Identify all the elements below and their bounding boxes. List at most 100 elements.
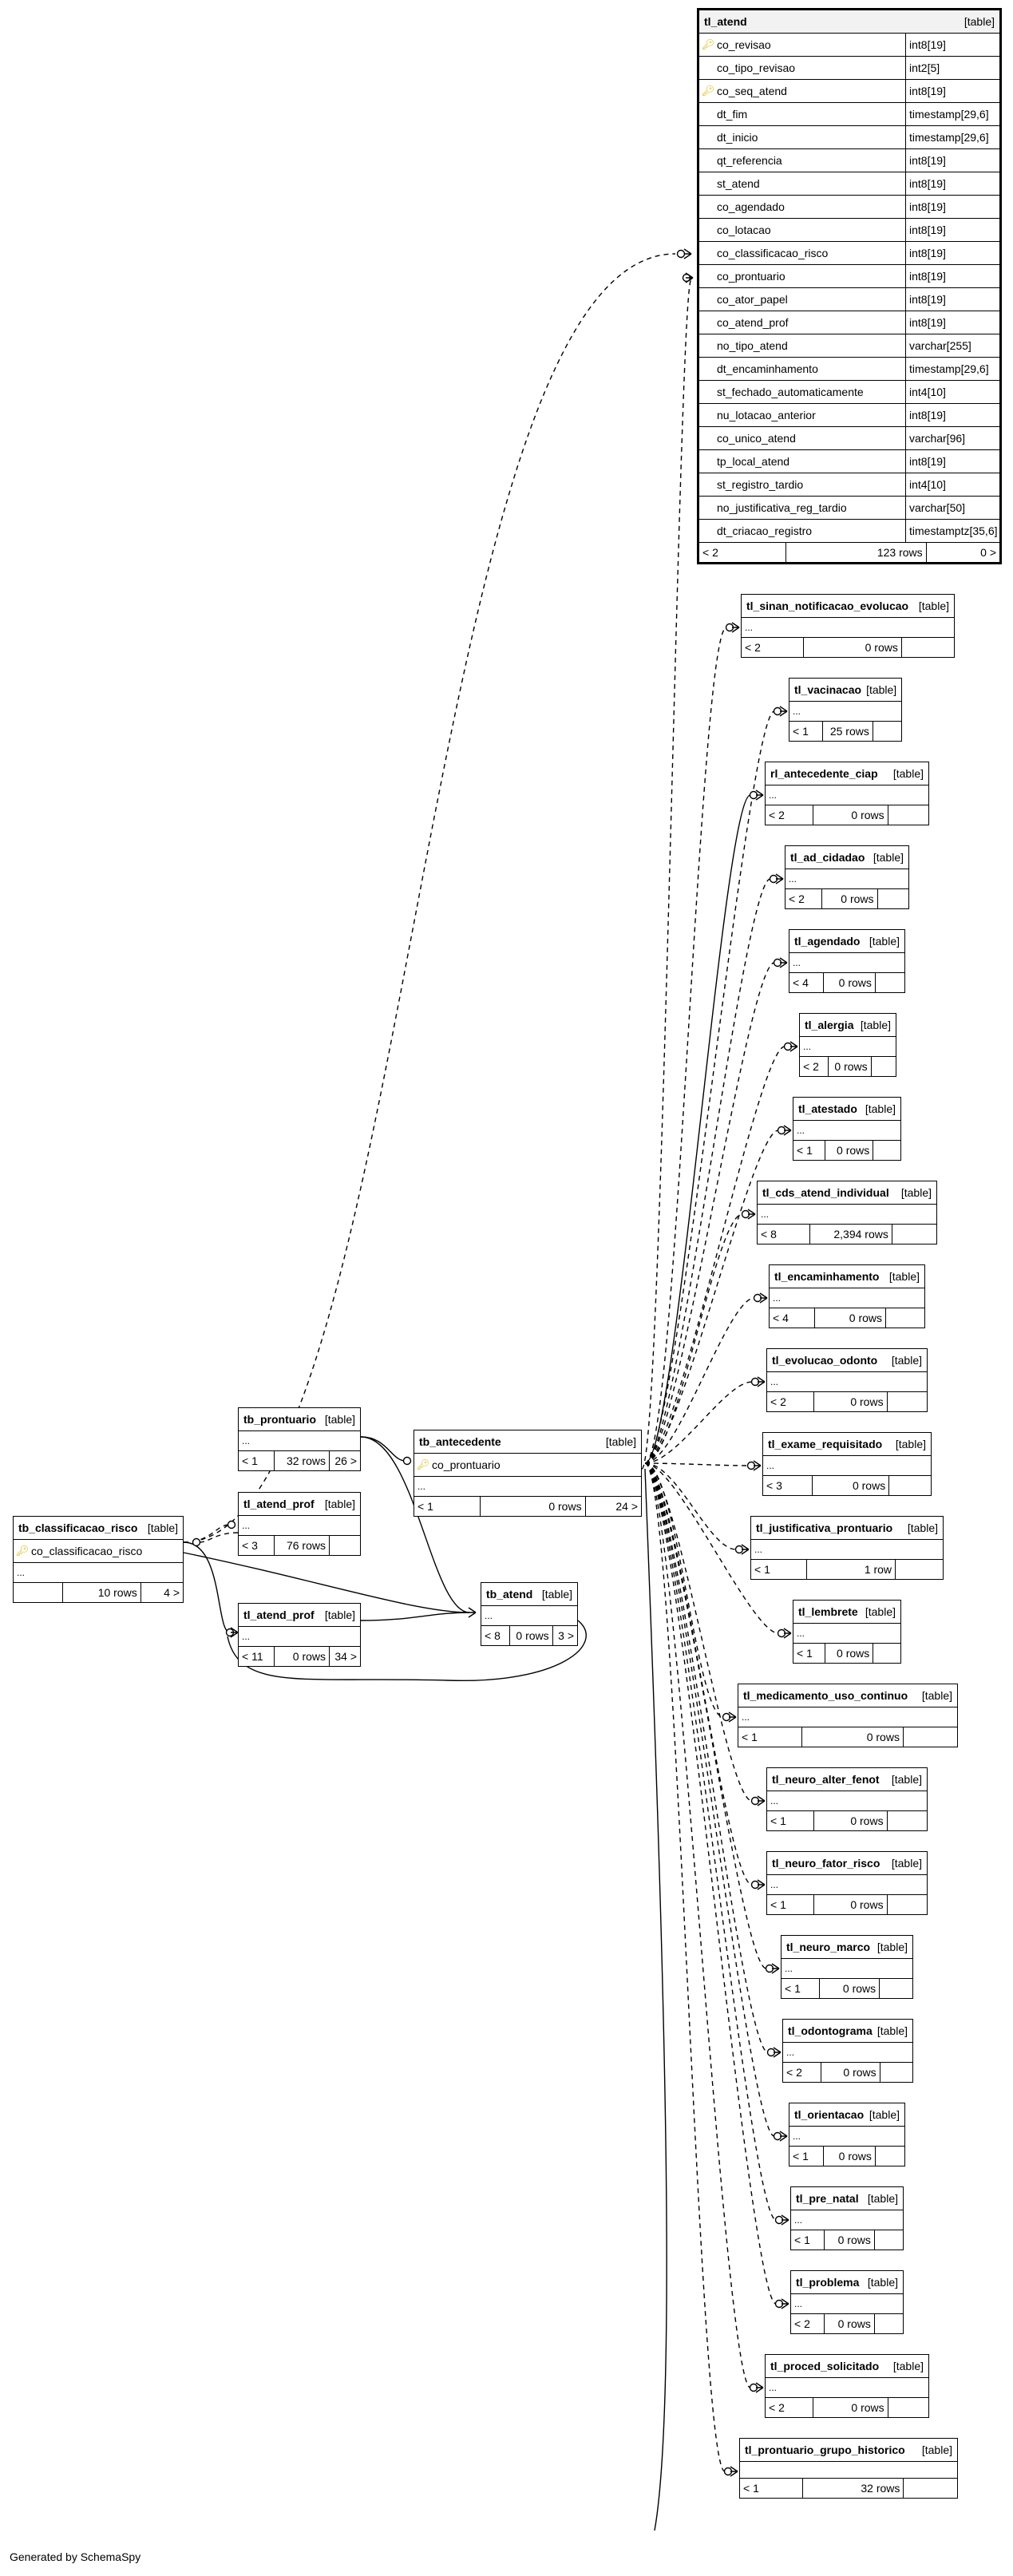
children-count[interactable]: 34 > — [334, 1650, 357, 1663]
children-count[interactable] — [873, 1141, 900, 1160]
children-count[interactable] — [873, 722, 901, 741]
parents-count[interactable]: < 1 — [767, 1895, 814, 1914]
parents-count[interactable]: < 4 — [789, 973, 824, 992]
table-tb-classificacao-risco[interactable]: tb_classificacao_risco [table] 🔑︎co_clas… — [13, 1516, 184, 1603]
parents-count[interactable]: < 1 — [740, 2479, 804, 2498]
children-count[interactable] — [876, 973, 904, 992]
parents-count[interactable]: < 4 — [770, 1308, 815, 1328]
children-count[interactable]: 4 > — [164, 1586, 180, 1599]
table-footer: 10 rows 4 > — [14, 1583, 183, 1602]
relationship-line — [183, 253, 676, 1543]
relationship-line — [644, 1462, 737, 1550]
relationship-line — [644, 878, 771, 1464]
table-tl-medicamento-uso-continuo[interactable]: tl_medicamento_uso_continuo[table]...< 1… — [738, 1684, 958, 1747]
children-count[interactable] — [904, 1727, 957, 1747]
parents-count[interactable]: < 2 — [699, 543, 786, 562]
table-name: tb_antecedente — [419, 1435, 501, 1448]
table-kind: [table] — [891, 1773, 922, 1786]
parents-count[interactable]: < 1 — [782, 1979, 821, 1998]
parents-count[interactable]: < 1 — [789, 722, 823, 741]
parents-count[interactable]: < 3 — [239, 1536, 275, 1555]
children-count[interactable]: 3 > — [558, 1629, 574, 1642]
table-tl-sinan-notificacao-evolucao[interactable]: tl_sinan_notificacao_evolucao[table]...<… — [741, 594, 955, 658]
children-count[interactable] — [888, 2398, 928, 2417]
children-count[interactable] — [888, 1392, 927, 1411]
parents-count[interactable]: < 1 — [751, 1560, 808, 1579]
children-count[interactable] — [873, 1644, 900, 1663]
children-count[interactable] — [888, 1895, 927, 1914]
children-count[interactable] — [880, 1979, 912, 1998]
table-tl-atend-prof[interactable]: tl_atend_prof [table] ... < 3 76 rows — [238, 1492, 361, 1556]
parents-count[interactable]: < 2 — [785, 889, 822, 908]
parents-count[interactable] — [14, 1583, 64, 1602]
parents-count[interactable]: < 1 — [793, 1644, 825, 1663]
table-tb-atend[interactable]: tb_atend [table] ... < 8 0 rows 3 > — [481, 1582, 578, 1646]
children-count[interactable]: 0 > — [980, 546, 996, 559]
parents-count[interactable]: < 8 — [481, 1626, 510, 1645]
more-columns: ... — [758, 1205, 936, 1225]
row-count: 0 rows — [815, 1308, 886, 1328]
parents-count[interactable]: < 2 — [800, 1057, 829, 1076]
children-count[interactable] — [888, 1811, 927, 1830]
children-count[interactable] — [904, 2479, 957, 2498]
children-count[interactable] — [330, 1536, 360, 1555]
children-count[interactable] — [875, 2314, 903, 2333]
parents-count[interactable]: < 2 — [767, 1392, 814, 1411]
children-count[interactable] — [875, 2230, 903, 2250]
parents-count[interactable]: < 2 — [742, 638, 804, 657]
parents-count[interactable]: < 3 — [763, 1476, 813, 1495]
parents-count[interactable]: < 11 — [239, 1647, 275, 1666]
children-count[interactable] — [876, 2147, 904, 2166]
table-tl-atend-prof[interactable]: tl_atend_prof [table] ... < 11 0 rows 34… — [238, 1603, 361, 1667]
table-tb-antecedente[interactable]: tb_antecedente [table] 🔑︎co_prontuario .… — [414, 1430, 642, 1517]
parents-count[interactable]: < 8 — [758, 1225, 810, 1244]
parents-count[interactable]: < 1 — [789, 2147, 824, 2166]
children-count[interactable] — [888, 805, 928, 825]
children-count[interactable] — [886, 1308, 924, 1328]
parents-count[interactable]: < 1 — [738, 1727, 802, 1747]
parents-count[interactable]: < 2 — [766, 2398, 813, 2417]
parents-count[interactable]: < 1 — [239, 1451, 275, 1470]
parents-count[interactable]: < 1 — [767, 1811, 814, 1830]
children-count[interactable] — [902, 638, 954, 657]
children-count[interactable] — [889, 1476, 931, 1495]
children-count[interactable]: 26 > — [334, 1454, 357, 1467]
row-count: 0 rows — [481, 1497, 586, 1516]
parents-count[interactable]: < 1 — [793, 1141, 825, 1160]
children-count[interactable] — [896, 1560, 943, 1579]
parents-count[interactable]: < 2 — [766, 805, 813, 825]
children-count[interactable] — [880, 2063, 912, 2082]
table-tb-prontuario[interactable]: tb_prontuario [table] ... < 1 32 rows 26… — [238, 1407, 361, 1471]
parents-count[interactable]: < 2 — [791, 2314, 825, 2333]
parents-count[interactable]: < 1 — [791, 2230, 825, 2250]
table-tl-justificativa-prontuario[interactable]: tl_justificativa_prontuario[table]...< 1… — [750, 1516, 944, 1580]
children-count[interactable]: 24 > — [615, 1500, 638, 1513]
children-count[interactable] — [892, 1225, 936, 1244]
children-count[interactable] — [878, 889, 908, 908]
children-count[interactable] — [872, 1057, 896, 1076]
parents-count[interactable]: < 2 — [783, 2063, 821, 2082]
parents-count[interactable]: < 1 — [414, 1497, 481, 1516]
